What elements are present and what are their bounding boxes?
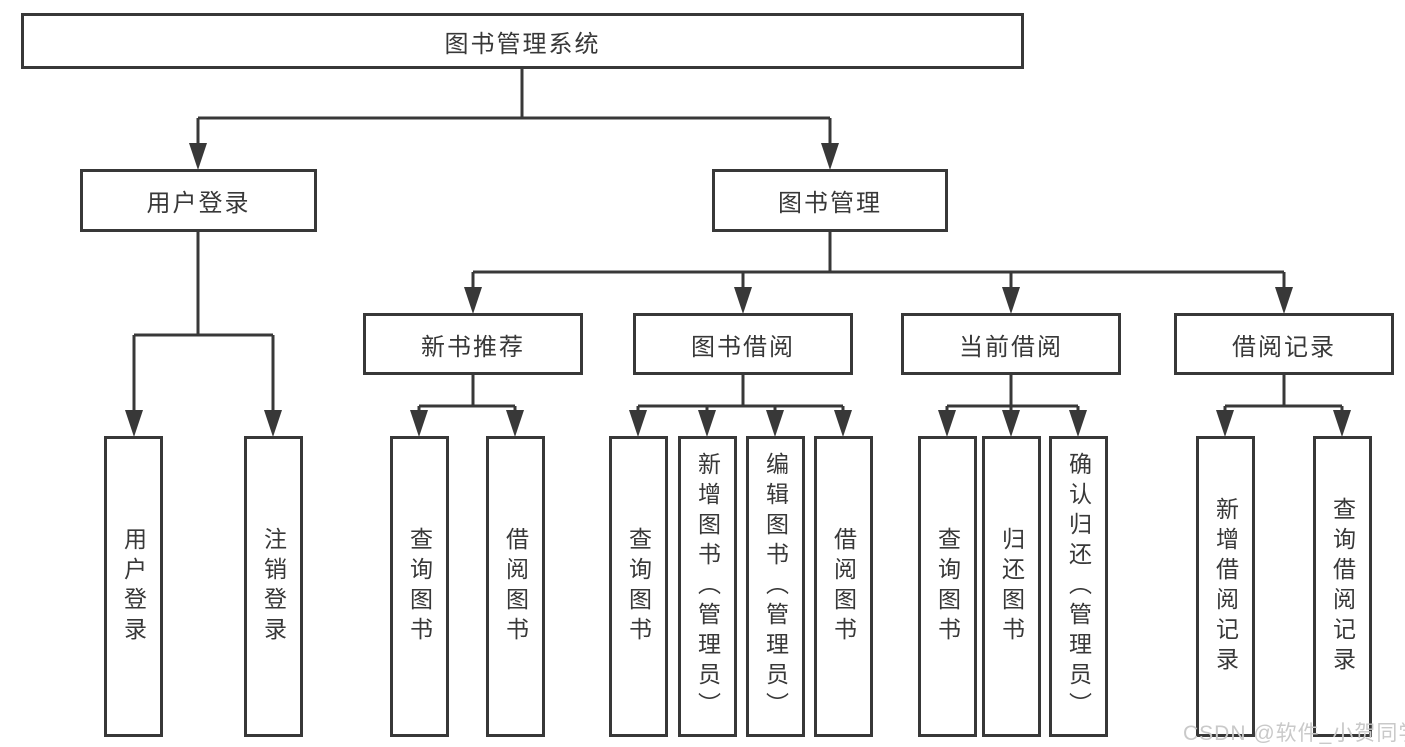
node-borrowing-records: 借阅记录: [1174, 313, 1394, 375]
leaf-records-add-record: 新增借阅记录: [1196, 436, 1255, 737]
arrowheads: [125, 143, 1351, 437]
node-label: 新增图书（管理员）: [694, 451, 721, 722]
leaf-borrowing-borrow-books: 借阅图书: [814, 436, 873, 737]
node-label: 确认归还（管理员）: [1065, 451, 1092, 722]
node-book-borrowing: 图书借阅: [633, 313, 853, 375]
node-user-login: 用户登录: [80, 169, 317, 232]
node-label: 查询图书: [406, 526, 433, 647]
node-new-book-recommendation: 新书推荐: [363, 313, 583, 375]
leaf-current-return-books: 归还图书: [982, 436, 1041, 737]
leaf-borrowing-add-books-admin: 新增图书（管理员）: [678, 436, 737, 737]
node-label: 查询图书: [625, 526, 652, 647]
node-label: 图书管理: [778, 190, 882, 217]
leaf-current-query-books: 查询图书: [918, 436, 977, 737]
leaf-records-query-record: 查询借阅记录: [1313, 436, 1372, 737]
leaf-logout: 注销登录: [244, 436, 303, 737]
leaf-current-confirm-return-admin: 确认归还（管理员）: [1049, 436, 1108, 737]
node-label: 查询借阅记录: [1329, 496, 1356, 677]
connector-lines: [132, 69, 1344, 415]
node-label: 图书借阅: [691, 333, 795, 361]
node-label: 当前借阅: [959, 333, 1063, 361]
leaf-newbooks-query-books: 查询图书: [390, 436, 449, 737]
node-label: 借阅记录: [1232, 333, 1336, 361]
node-label: 借阅图书: [502, 526, 529, 647]
node-label: 用户登录: [146, 190, 251, 217]
node-label: 编辑图书（管理员）: [762, 451, 789, 722]
node-label: 用户登录: [120, 526, 147, 647]
leaf-newbooks-borrow-books: 借阅图书: [486, 436, 545, 737]
node-label: 新书推荐: [421, 333, 525, 361]
node-label: 新增借阅记录: [1212, 496, 1239, 677]
node-label: 图书管理系统: [444, 30, 601, 58]
node-label: 归还图书: [998, 526, 1025, 647]
node-current-borrowing: 当前借阅: [901, 313, 1121, 375]
leaf-user-login: 用户登录: [104, 436, 163, 737]
node-library-management-system: 图书管理系统: [21, 13, 1024, 69]
node-label: 注销登录: [260, 526, 287, 647]
node-book-management: 图书管理: [712, 169, 948, 232]
csdn-watermark: CSDN @软件_小贺同学: [1183, 722, 1405, 745]
node-label: 查询图书: [934, 526, 961, 647]
node-label: 借阅图书: [830, 526, 857, 647]
leaf-borrowing-edit-books-admin: 编辑图书（管理员）: [746, 436, 805, 737]
leaf-borrowing-query-books: 查询图书: [609, 436, 668, 737]
